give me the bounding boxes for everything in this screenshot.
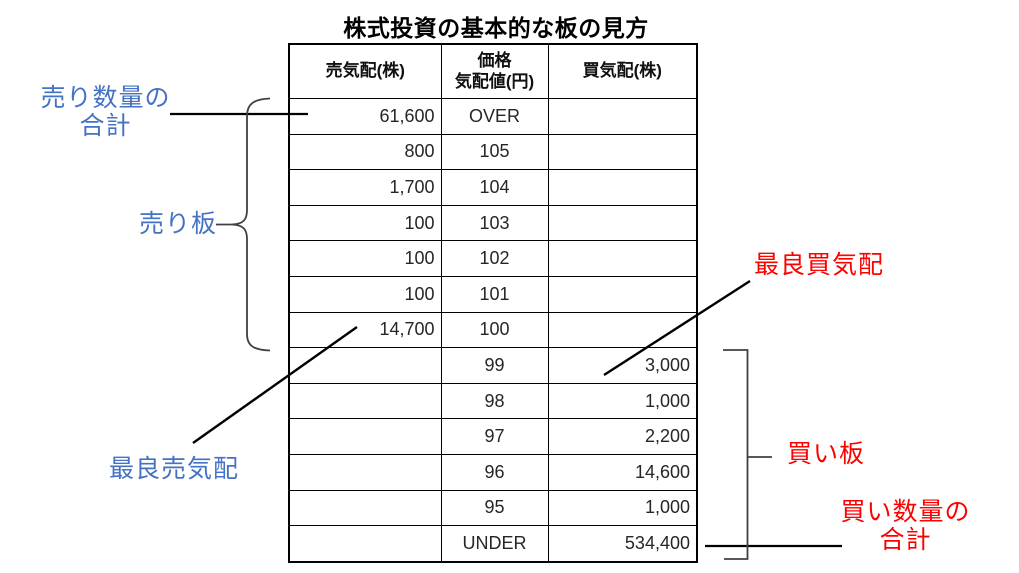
sell-qty-cell xyxy=(288,382,442,420)
sell-qty-cell: 100 xyxy=(288,275,442,313)
table-row: 95 1,000 xyxy=(288,489,698,527)
sell-qty-cell xyxy=(288,453,442,491)
price-cell: 99 xyxy=(440,347,549,384)
table-row: 100 102 xyxy=(288,240,698,277)
sell-qty-cell xyxy=(288,525,442,563)
header-price-line1: 価格 xyxy=(477,51,512,71)
buy-qty-cell: 534,400 xyxy=(547,525,698,563)
buy-qty-cell: 3,000 xyxy=(547,347,698,384)
sell-qty-cell: 800 xyxy=(288,133,442,171)
table-row: 100 101 xyxy=(288,275,698,313)
sell-qty-cell: 14,700 xyxy=(288,311,442,349)
sell-qty-cell xyxy=(288,347,442,384)
sell-qty-cell: 100 xyxy=(288,240,442,277)
header-row: 売気配(株) 価格 気配値(円) 買気配(株) xyxy=(288,43,698,99)
buy-qty-cell xyxy=(547,311,698,349)
sell-qty-cell xyxy=(288,418,442,455)
sell-board-brace xyxy=(231,97,271,352)
price-cell: 96 xyxy=(440,453,549,491)
table-row-best-buy: 99 3,000 xyxy=(288,347,698,384)
price-cell: 103 xyxy=(440,204,549,242)
sell-qty-cell xyxy=(288,489,442,527)
price-cell: 100 xyxy=(440,311,549,349)
buy-qty-cell: 1,000 xyxy=(547,489,698,527)
buy-qty-cell xyxy=(547,98,698,135)
table-row: 61,600 OVER xyxy=(288,98,698,135)
label-sell-board: 売り板 xyxy=(139,210,218,238)
header-price: 価格 気配値(円) xyxy=(440,43,549,99)
label-buy-quantity-total: 買い数量の 合計 xyxy=(840,498,971,554)
price-cell: UNDER xyxy=(440,525,549,563)
buy-qty-cell xyxy=(547,133,698,171)
table-row-best-sell: 14,700 100 xyxy=(288,311,698,349)
buy-qty-cell: 14,600 xyxy=(547,453,698,491)
header-buy-qty: 買気配(株) xyxy=(547,43,698,99)
label-buy-board: 買い板 xyxy=(787,440,866,468)
table-row: 100 103 xyxy=(288,204,698,242)
buy-qty-cell xyxy=(547,204,698,242)
price-cell: 104 xyxy=(440,169,549,206)
price-cell: 101 xyxy=(440,275,549,313)
diagram-title: 株式投資の基本的な板の見方 xyxy=(343,15,649,41)
sell-qty-cell: 1,700 xyxy=(288,169,442,206)
buy-board-bracket xyxy=(723,349,749,560)
table-row: 800 105 xyxy=(288,133,698,171)
label-best-buy-quote: 最良買気配 xyxy=(754,251,885,279)
buy-qty-cell xyxy=(547,275,698,313)
price-cell: 105 xyxy=(440,133,549,171)
label-best-sell-quote: 最良売気配 xyxy=(109,455,240,483)
buy-qty-cell: 2,200 xyxy=(547,418,698,455)
price-cell: 98 xyxy=(440,382,549,420)
table-row: 96 14,600 xyxy=(288,453,698,491)
header-sell-qty: 売気配(株) xyxy=(288,43,442,99)
price-cell: OVER xyxy=(440,98,549,135)
label-sell-quantity-total: 売り数量の 合計 xyxy=(40,84,171,140)
table-row: 97 2,200 xyxy=(288,418,698,455)
sell-qty-cell: 61,600 xyxy=(288,98,442,135)
price-cell: 95 xyxy=(440,489,549,527)
table-row: UNDER 534,400 xyxy=(288,525,698,563)
header-price-line2: 気配値(円) xyxy=(454,71,535,91)
buy-qty-cell xyxy=(547,240,698,277)
price-cell: 97 xyxy=(440,418,549,455)
table-row: 1,700 104 xyxy=(288,169,698,206)
sell-qty-cell: 100 xyxy=(288,204,442,242)
buy-qty-cell xyxy=(547,169,698,206)
table-row: 98 1,000 xyxy=(288,382,698,420)
order-book-table: 売気配(株) 価格 気配値(円) 買気配(株) 61,600 OVER 800 … xyxy=(288,43,698,563)
buy-qty-cell: 1,000 xyxy=(547,382,698,420)
price-cell: 102 xyxy=(440,240,549,277)
